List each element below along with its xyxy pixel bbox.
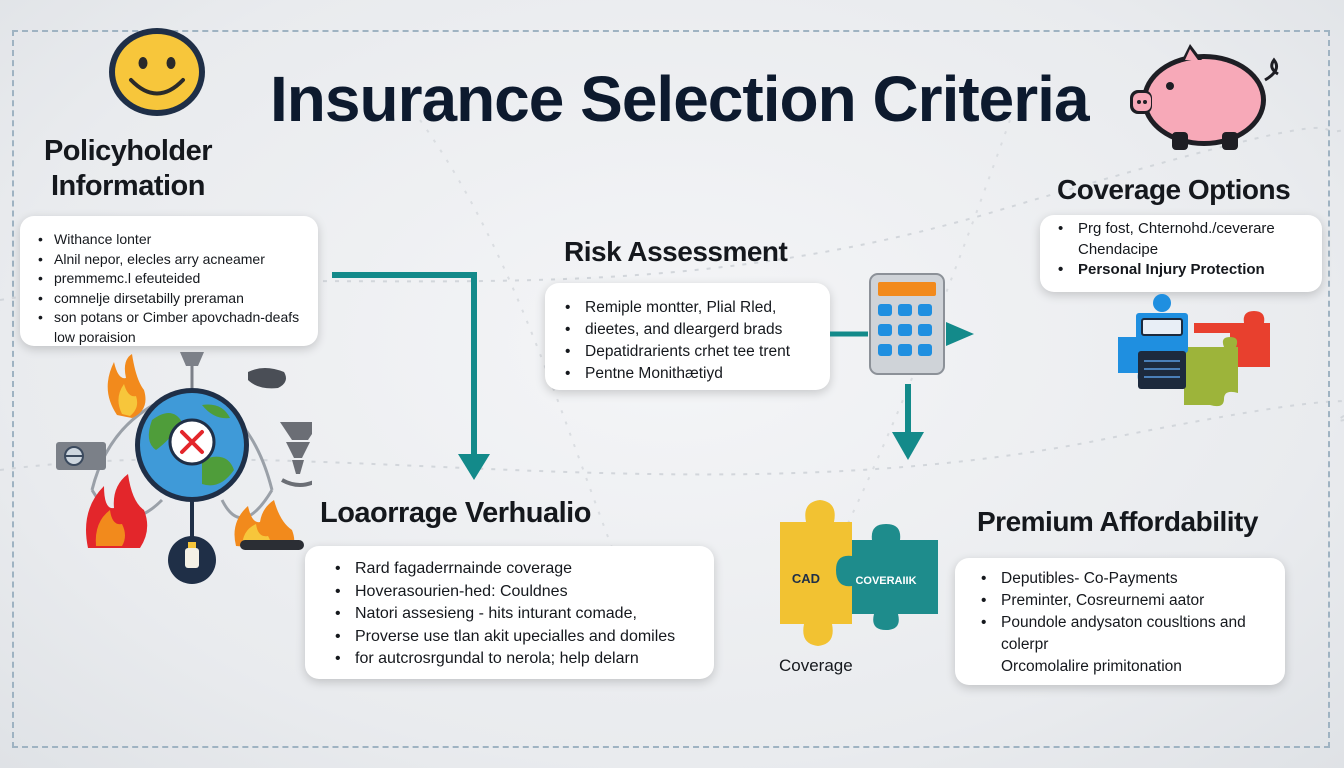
policyholder-card: Withance lonter Alnil nepor, elecles arr… xyxy=(20,216,318,346)
list-item: low poraision xyxy=(54,328,136,345)
list-item: Deputibles- Co-Payments xyxy=(981,568,1285,590)
leverage-card: Rard fagaderrnainde coverage Hoverasouri… xyxy=(305,546,714,679)
piggy-bank-icon xyxy=(1130,44,1279,150)
list-item: Chendacipe xyxy=(1078,240,1159,258)
list-item: son potans or Cimber apovchadn-deafs xyxy=(38,308,318,328)
coverage-caption: Coverage xyxy=(779,656,853,675)
risk-assessment-title: Risk Assessment xyxy=(564,236,788,267)
coverage-options-title: Coverage Options xyxy=(1057,174,1291,205)
coverage-puzzle-icon: CAD COVERAIIK xyxy=(780,500,938,646)
premium-affordability-title: Premium Affordability xyxy=(977,506,1258,537)
policyholder-title: Policyholder Information xyxy=(42,134,214,204)
puzzle-right-text: COVERAIIK xyxy=(855,575,916,587)
premium-affordability-card: Deputibles- Co-Payments Preminter, Cosre… xyxy=(955,558,1285,685)
list-item: Remiple montter, Plial Rled, xyxy=(565,297,830,319)
list-item: dieetes, and dleargerd brads xyxy=(565,319,830,341)
page-title: Insurance Selection Criteria xyxy=(270,63,1090,135)
list-item: Orcomolalire primitonation xyxy=(1001,658,1182,675)
risk-assessment-card: Remiple montter, Plial Rled, dieetes, an… xyxy=(545,283,830,390)
list-item: comnelje dirsetabilly preraman xyxy=(38,289,318,309)
list-item: Proverse use tlan akit upecialles and do… xyxy=(335,626,714,649)
policyholder-title-line2: Information xyxy=(51,169,206,202)
policyholder-title-line1: Policyholder xyxy=(43,135,213,167)
puzzle-computer-icon xyxy=(1118,294,1270,407)
list-item: Personal Injury Protection xyxy=(1058,260,1322,281)
list-item: Preminter, Cosreurnemi aator xyxy=(981,590,1285,612)
list-item: Depatidrarients crhet tee trent xyxy=(565,341,830,363)
globe-hazards-illustration xyxy=(56,352,312,584)
list-item: Pentne Monithætiyd xyxy=(565,363,830,385)
list-item: Poundole andysaton cousltions and xyxy=(981,612,1285,634)
list-item: premmemc.l efeuteided xyxy=(38,269,318,289)
list-item: colerpr xyxy=(1001,636,1049,653)
list-item: Alnil nepor, elecles arry acneamer xyxy=(38,250,318,270)
calculator-icon xyxy=(830,273,974,460)
list-item: Withance lonter xyxy=(38,230,318,250)
list-item: Hoverasourien-hed: Couldnes xyxy=(335,581,714,604)
puzzle-left-text: CAD xyxy=(792,571,820,586)
list-item: for autcrosrgundal to nerola; help delar… xyxy=(335,648,714,671)
coverage-options-card: Prg fost, Chternohd./ceverare Chendacipe… xyxy=(1040,215,1322,292)
smiley-icon xyxy=(109,28,205,116)
flow-arrow-policy-to-leverage xyxy=(332,272,490,480)
list-item: Prg fost, Chternohd./ceverare xyxy=(1058,219,1322,240)
list-item: Natori assesieng - hits inturant comade, xyxy=(335,603,714,626)
list-item: Rard fagaderrnainde coverage xyxy=(335,558,714,581)
leverage-title: Loaorrage Verhualio xyxy=(320,497,591,529)
